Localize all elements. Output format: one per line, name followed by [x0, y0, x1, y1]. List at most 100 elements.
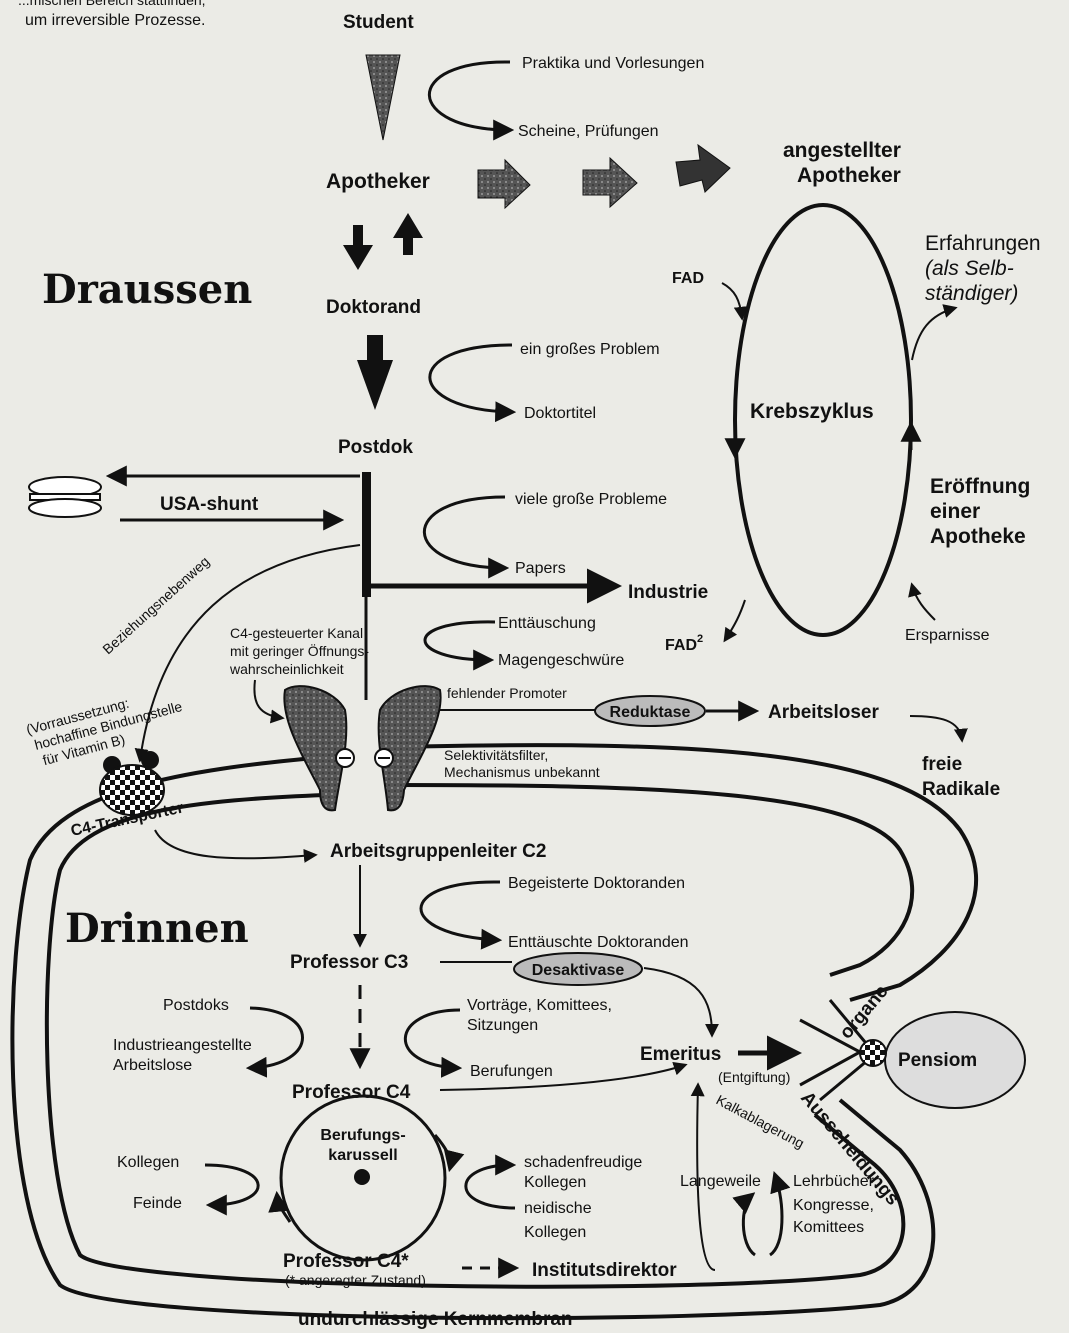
krebs-fad2: FAD2 [665, 633, 703, 654]
header-line-1: ...mischen Bereich stattfinden, [18, 0, 206, 8]
karussell-center [354, 1169, 370, 1185]
eroeffnung-1: Eröffnung [930, 475, 1030, 498]
node-industrie: Industrie [628, 582, 708, 603]
loop-neid-2: Kollegen [524, 1224, 586, 1241]
loop-postdoks: Postdoks [163, 997, 229, 1014]
arrow-right-1 [478, 160, 530, 208]
node-prof-c3: Professor C3 [290, 952, 408, 973]
eroeffnung-2: einer [930, 500, 980, 523]
karussell-1: Berufungs- [320, 1127, 405, 1144]
header-line-2: um irreversible Prozesse. [25, 12, 206, 29]
loop-neid [466, 1165, 515, 1208]
region-outside-label: Draussen [42, 266, 252, 313]
loop-praktika: Praktika und Vorlesungen [522, 55, 704, 72]
arrow-erfahrungen-out [912, 308, 955, 360]
node-ag-leiter: Arbeitsgruppenleiter C2 [330, 841, 546, 862]
node-prof-c4-star: Professor C4* [283, 1251, 409, 1272]
arrow-transporter-ag [155, 830, 315, 858]
arrow-right-2 [583, 158, 637, 207]
kanal-line-3: wahrscheinlichkeit [229, 661, 344, 677]
arrow-doktorand-down [357, 335, 393, 410]
hamburger-icon [29, 477, 101, 517]
krebs-fad: FAD [672, 270, 704, 287]
loop-channel [425, 622, 495, 660]
arrow-ersparnisse-in [912, 585, 935, 620]
loop-enttaeuschung: Enttäuschung [498, 615, 596, 632]
node-postdok: Postdok [338, 437, 413, 458]
loop-langeweile-left [743, 1195, 755, 1255]
pensiom-nucleus [860, 1040, 886, 1066]
arrow-fad-in [722, 283, 742, 318]
sel-line-2: Mechanismus unbekannt [444, 764, 600, 780]
node-apotheker: Apotheker [326, 170, 430, 193]
loop-schaden-1: schadenfreudige [524, 1154, 642, 1171]
arrow-radikale [910, 716, 962, 740]
eroeffnung-3: Apotheke [930, 525, 1026, 548]
node-arbeitsloser: Arbeitsloser [768, 702, 879, 723]
sel-line-1: Selektivitätsfilter, [444, 747, 548, 763]
loop-schaden-2: Kollegen [524, 1174, 586, 1191]
loop-enttaeuscht: Enttäuschte Doktoranden [508, 934, 689, 951]
node-institutsdirektor: Institutsdirektor [532, 1260, 677, 1281]
loop-berufungen: Berufungen [470, 1063, 553, 1080]
kanal-line-2: mit geringer Öffnungs- [230, 642, 369, 659]
lehr-2: Kongresse, [793, 1197, 874, 1214]
label-reduktase: Reduktase [610, 704, 691, 721]
arrow-right-3 [676, 145, 730, 192]
label-desaktivase: Desaktivase [532, 962, 625, 979]
loop-scheine: Scheine, Prüfungen [518, 123, 659, 140]
label-promoter: fehlender Promoter [447, 685, 567, 701]
loop-papers: Papers [515, 560, 566, 577]
krebs-ersparnisse: Ersparnisse [905, 627, 990, 644]
krebs-angestellt-2: Apotheker [797, 164, 901, 187]
node-doktorand: Doktorand [326, 297, 421, 318]
node-radikale: Radikale [922, 779, 1000, 800]
loop-c3-left [250, 1008, 303, 1068]
prof-c4-star-note: (* angeregter Zustand) [285, 1272, 426, 1288]
loop-student [429, 62, 510, 130]
node-prof-c4: Professor C4 [292, 1082, 411, 1103]
node-emeritus: Emeritus [640, 1044, 721, 1065]
label-membrane: undurchlässige Kernmembran [298, 1309, 573, 1330]
erfahrungen-3: ständiger) [925, 282, 1018, 305]
region-inside-label: Drinnen [65, 905, 249, 952]
loop-langeweile: Langeweile [680, 1173, 761, 1190]
arrow-apotheker-doktorand-down [343, 225, 373, 270]
krebs-angestellt-1: angestellter [783, 139, 901, 162]
arrow-student-down [366, 55, 400, 140]
label-usa-shunt: USA-shunt [160, 494, 259, 515]
loop-viele: viele große Probleme [515, 491, 667, 508]
loop-c3-right [405, 1010, 460, 1068]
arrow-fad2-out [725, 600, 745, 640]
arrow-doktorand-apotheker-up [393, 213, 423, 255]
loop-industrie-2: Arbeitslose [113, 1057, 192, 1074]
label-entgiftung: (Entgiftung) [718, 1069, 790, 1085]
loop-kollegen-label: Kollegen [117, 1154, 179, 1171]
loop-neid-1: neidische [524, 1200, 592, 1217]
loop-kollegen [205, 1165, 258, 1205]
label-beziehungsnebenweg: Beziehungsnebenweg [99, 553, 212, 657]
arrow-desakt-emeritus [644, 968, 712, 1035]
loop-begeistert: Begeisterte Doktoranden [508, 875, 685, 892]
node-student: Student [343, 12, 414, 33]
node-pensiom: Pensiom [898, 1050, 977, 1071]
loop-magen: Magengeschwüre [498, 652, 624, 669]
loop-feinde: Feinde [133, 1195, 182, 1212]
erfahrungen-2: (als Selb- [925, 257, 1014, 280]
label-kalk: Kalkablagerung [714, 1092, 807, 1152]
loop-ag [421, 882, 500, 940]
loop-vortraege-2: Sitzungen [467, 1017, 538, 1034]
loop-problem: ein großes Problem [520, 341, 660, 358]
loop-doktorand [430, 345, 512, 412]
erfahrungen-1: Erfahrungen [925, 232, 1041, 255]
loop-langeweile-right [770, 1175, 782, 1255]
loop-industrie-1: Industrieangestellte [113, 1037, 252, 1054]
loop-doktortitel: Doktortitel [524, 405, 596, 422]
loop-postdok [424, 497, 505, 568]
arrow-kanal [254, 680, 282, 718]
krebs-label: Krebszyklus [750, 400, 874, 423]
karussell-2: karussell [328, 1147, 397, 1164]
ion-channel [284, 686, 440, 810]
